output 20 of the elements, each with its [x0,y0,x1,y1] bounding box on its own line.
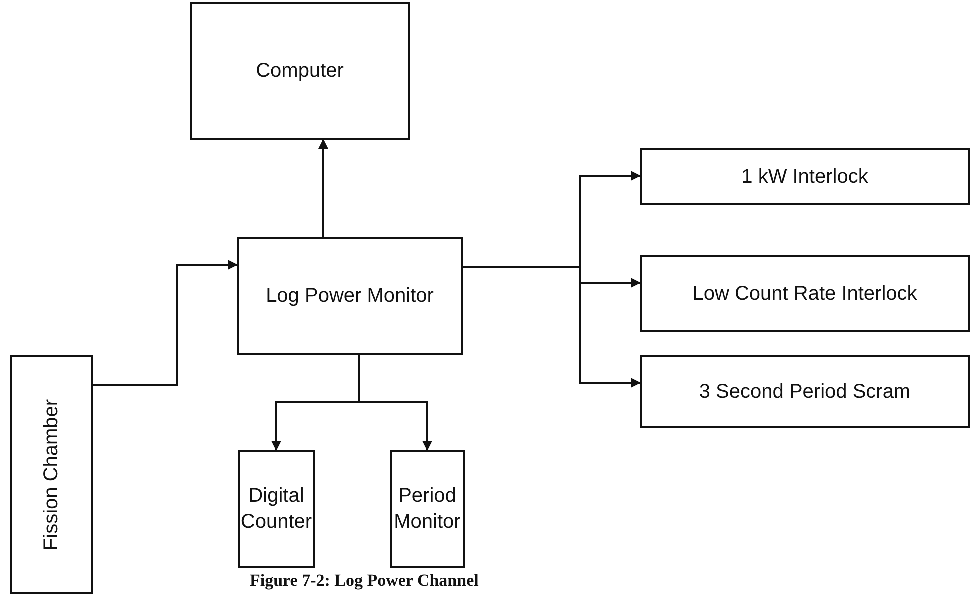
figure-caption: Figure 7-2: Log Power Channel [250,571,479,591]
node-label: Low Count Rate Interlock [692,282,918,306]
arrow [463,266,641,388]
process-box [237,237,463,355]
process-box [640,255,970,332]
node-label: Log Power Monitor [266,284,434,309]
arrow [318,139,328,237]
process-box [640,355,970,428]
node-label: 3 Second Period Scram [699,380,911,404]
process-box [390,450,465,568]
process-box [640,148,970,205]
process-box [190,2,410,140]
node-label: Computer [256,59,344,84]
node-label: 1 kW Interlock [742,164,868,190]
node-label: Digital Counter [240,484,313,535]
process-box [10,355,93,594]
node-label: Period Monitor [393,484,462,535]
process-box [238,450,315,568]
arrow [93,260,238,386]
node-label: Fission Chamber [40,398,64,550]
